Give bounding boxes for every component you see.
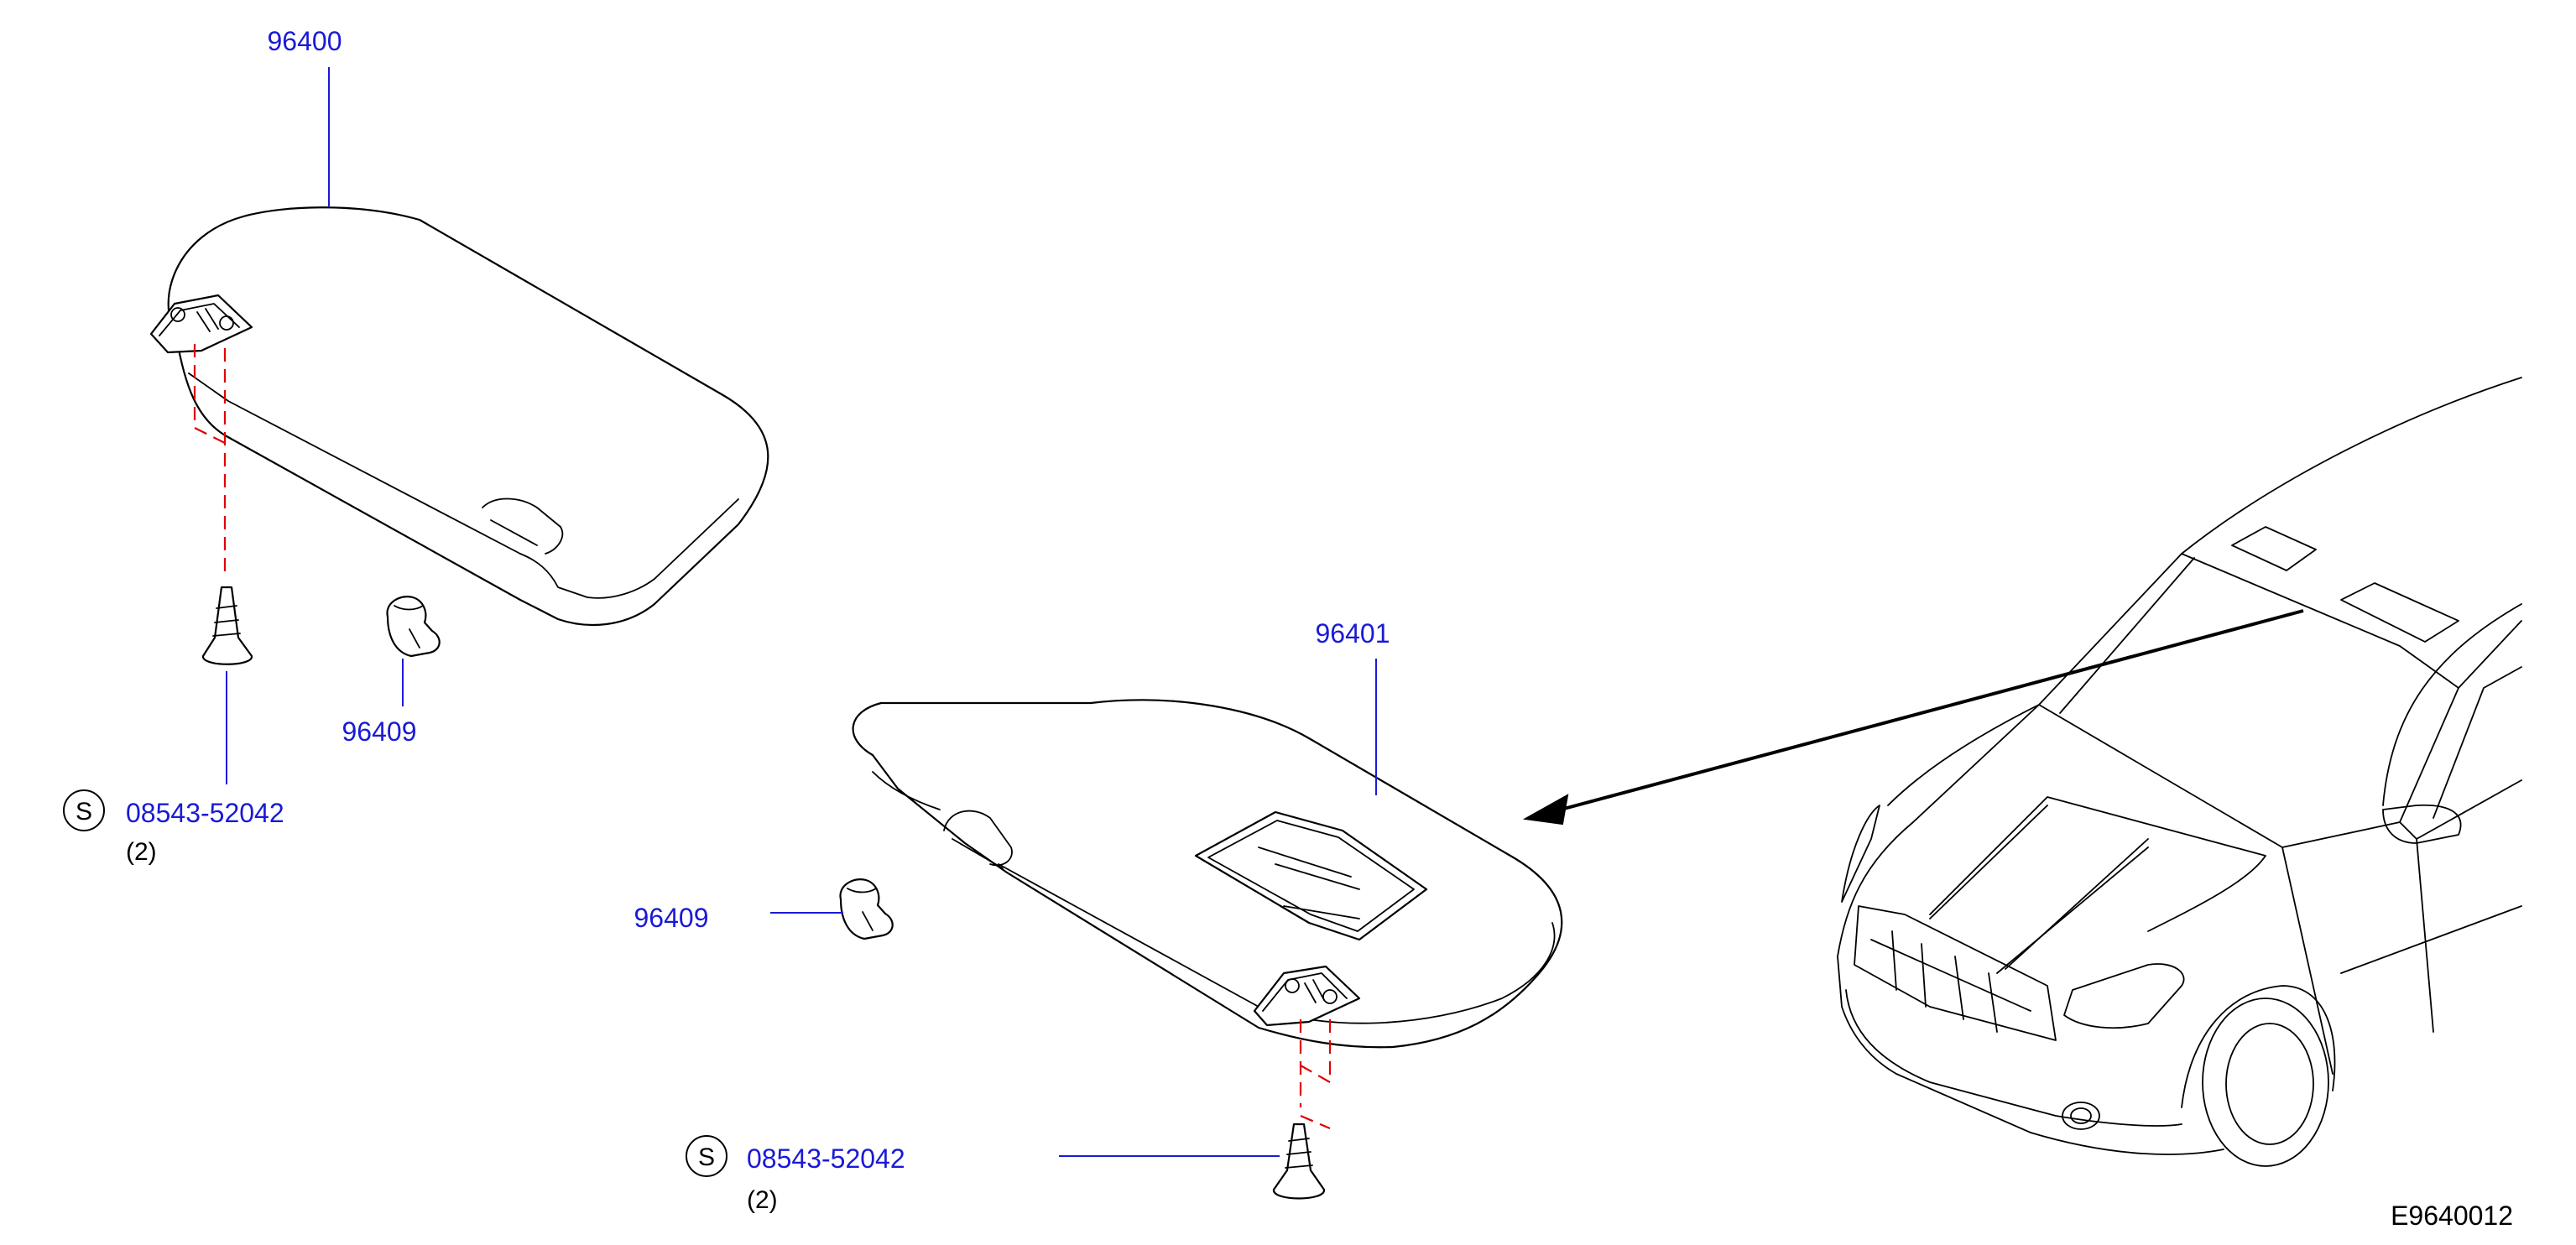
part-number-label[interactable]: 96401 [1316,618,1390,649]
vehicle-locator-illustration [1837,377,2522,1167]
quantity-label: (2) [126,838,157,866]
callout-96409-left: 96409 [342,659,417,747]
left-screw [201,586,253,665]
left-install-guide [193,344,227,579]
left-visor-holder [386,596,441,658]
callout-screw-right: S 08543-52042 (2) [686,1135,1280,1214]
right-visor-holder [839,878,894,940]
callout-96409-right: 96409 [634,903,843,933]
location-pointer-arrow [1522,609,2304,826]
part-number-label[interactable]: 08543-52042 [747,1143,905,1174]
callout-96401: 96401 [1316,618,1390,795]
standard-part-symbol-icon [686,1135,727,1177]
quantity-label: (2) [747,1186,778,1214]
right-install-guide [1299,1019,1332,1130]
part-number-label[interactable]: 96400 [268,26,342,56]
right-screw [1272,1123,1326,1200]
part-number-label[interactable]: 96409 [634,903,709,933]
callout-screw-left: S 08543-52042 (2) [63,671,284,866]
diagram-reference-code: E9640012 [2391,1201,2513,1231]
right-sun-visor [852,699,1563,1049]
callout-96400: 96400 [268,26,342,206]
standard-part-symbol: S [698,1143,715,1171]
left-sun-visor [149,206,769,626]
standard-part-symbol: S [76,798,92,826]
standard-part-symbol-icon [63,789,105,831]
part-number-label[interactable]: 08543-52042 [126,798,284,828]
part-number-label[interactable]: 96409 [342,716,417,747]
